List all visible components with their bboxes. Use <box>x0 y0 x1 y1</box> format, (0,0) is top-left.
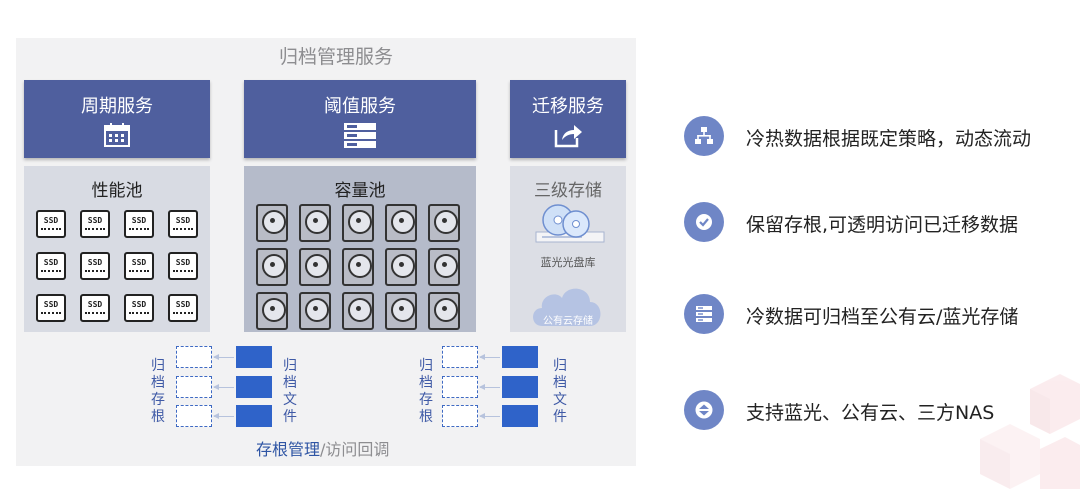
ssd-icon: SSD <box>36 252 66 280</box>
periodic-service-label: 周期服务 <box>81 96 153 117</box>
bluray-disc-library-icon <box>532 202 608 254</box>
migration-service-label: 迁移服务 <box>532 96 604 117</box>
capacity-pool: 容量池 <box>244 166 476 332</box>
ssd-icon: SSD <box>168 252 198 280</box>
archive-stub-label-right: 归档存根 <box>419 358 433 425</box>
bluray-library-label: 蓝光光盘库 <box>540 256 596 269</box>
feature-text: 支持蓝光、公有云、三方NAS <box>746 402 995 424</box>
decorative-cubes <box>980 374 1080 489</box>
archive-file-label-right: 归档文件 <box>553 358 567 425</box>
hdd-grid <box>256 204 460 330</box>
performance-pool: 性能池 SSD SSD SSD SSD SSD SSD SSD SSD SSD … <box>24 166 210 332</box>
periodic-service-box: 周期服务 <box>24 80 210 158</box>
archive-stub-label-left: 归档存根 <box>151 358 165 425</box>
cloud-icon <box>528 278 608 332</box>
ssd-grid: SSD SSD SSD SSD SSD SSD SSD SSD SSD SSD … <box>36 210 198 322</box>
ssd-icon: SSD <box>168 294 198 322</box>
archive-file-box <box>502 346 538 368</box>
threshold-service-box: 阈值服务 <box>244 80 476 158</box>
stub-box <box>176 376 212 398</box>
share-export-icon <box>553 122 583 152</box>
access-callback-text: /访问回调 <box>320 440 390 459</box>
hdd-icon <box>256 248 288 286</box>
performance-pool-label: 性能池 <box>91 181 143 201</box>
check-circle-icon <box>684 202 724 242</box>
feature-text: 冷数据可归档至公有云/蓝光存储 <box>746 306 1019 328</box>
feature-text: 冷热数据根据既定策略，动态流动 <box>746 128 1032 150</box>
hdd-icon <box>385 204 417 242</box>
ssd-icon: SSD <box>124 252 154 280</box>
public-cloud-label: 公有云存储 <box>543 316 593 327</box>
archive-file-label-left: 归档文件 <box>283 358 297 425</box>
up-down-arrows-icon <box>684 390 724 430</box>
calendar-icon <box>103 122 131 152</box>
ssd-icon: SSD <box>80 210 110 238</box>
hdd-icon <box>385 248 417 286</box>
archive-file-box <box>502 376 538 398</box>
hdd-icon <box>342 292 374 330</box>
stub-management-text: 存根管理 <box>256 440 321 459</box>
hdd-icon <box>428 292 460 330</box>
hdd-icon <box>428 248 460 286</box>
hdd-icon <box>428 204 460 242</box>
ssd-icon: SSD <box>36 210 66 238</box>
archive-file-box <box>236 346 272 368</box>
archive-file-box <box>236 405 272 427</box>
hdd-icon <box>299 248 331 286</box>
hdd-icon <box>342 204 374 242</box>
diagram-title: 归档管理服务 <box>278 46 393 68</box>
hdd-icon <box>342 248 374 286</box>
hdd-icon <box>256 292 288 330</box>
ssd-icon: SSD <box>80 294 110 322</box>
archive-file-box <box>236 376 272 398</box>
hdd-icon <box>385 292 417 330</box>
archive-diagram: 归档管理服务 周期服务 阈值服务 迁移服务 性能池 SSD SSD SSD SS… <box>16 38 636 466</box>
feature-text: 保留存根,可透明访问已迁移数据 <box>746 214 1019 236</box>
hierarchy-icon <box>684 116 724 156</box>
ssd-icon: SSD <box>168 210 198 238</box>
bottom-caption: 存根管理/访问回调 <box>256 436 389 460</box>
tertiary-storage-pool: 三级存储 蓝光光盘库 公有云存储 <box>510 166 626 332</box>
callback-arrow <box>213 384 234 390</box>
stub-box <box>176 346 212 368</box>
migration-service-box: 迁移服务 <box>510 80 626 158</box>
callback-arrow <box>479 413 500 419</box>
capacity-pool-label: 容量池 <box>334 181 386 201</box>
callback-arrow <box>213 354 234 360</box>
ssd-icon: SSD <box>124 210 154 238</box>
stub-box <box>442 376 478 398</box>
stub-box <box>176 405 212 427</box>
callback-arrow <box>479 384 500 390</box>
ssd-icon: SSD <box>124 294 154 322</box>
hdd-icon <box>299 204 331 242</box>
callback-arrow <box>213 413 234 419</box>
tertiary-storage-label: 三级存储 <box>534 181 602 201</box>
stub-box <box>442 346 478 368</box>
hdd-icon <box>256 204 288 242</box>
server-icon <box>684 294 724 334</box>
ssd-icon: SSD <box>80 252 110 280</box>
hdd-icon <box>299 292 331 330</box>
threshold-service-label: 阈值服务 <box>324 96 396 117</box>
ssd-icon: SSD <box>36 294 66 322</box>
archive-file-box <box>502 405 538 427</box>
callback-arrow <box>479 354 500 360</box>
stub-box <box>442 405 478 427</box>
server-stack-icon <box>343 122 377 152</box>
